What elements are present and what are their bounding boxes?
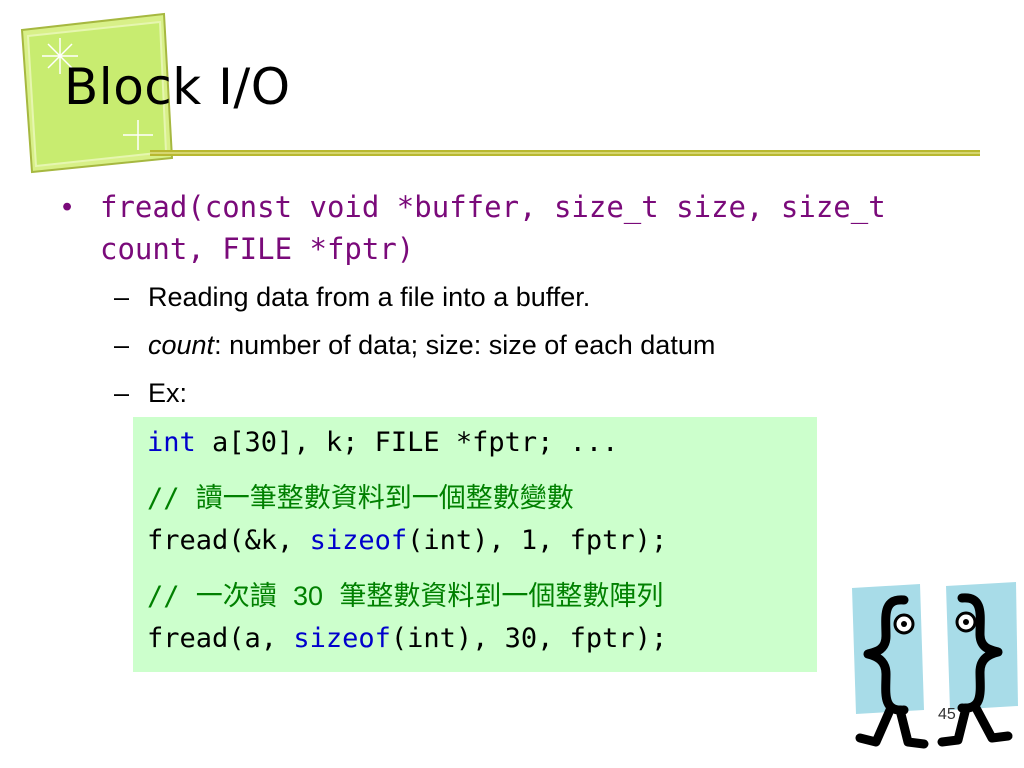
slide-title: Block I/O <box>64 58 291 116</box>
code-comment-1: // 讀一筆整數資料到一個整數變數 <box>147 483 574 514</box>
bullet-dot: • <box>62 191 73 223</box>
code-line-1: int a[30], k; FILE *fptr; ... <box>147 427 619 458</box>
curly-braces-characters-icon <box>852 582 1018 749</box>
title-underline <box>150 150 980 156</box>
code-example-box: int a[30], k; FILE *fptr; ... // 讀一筆整數資料… <box>133 417 817 672</box>
sub-item-2: –count: number of data; size: size of ea… <box>114 330 716 360</box>
sub-item-3: –Ex: <box>114 378 188 408</box>
code-line-3: fread(&k, sizeof(int), 1, fptr); <box>147 525 668 556</box>
sub-item-1: –Reading data from a file into a buffer. <box>114 282 591 312</box>
sparkle-card-decoration-icon <box>20 12 174 174</box>
code-line-5: fread(a, sizeof(int), 30, fptr); <box>147 623 668 654</box>
page-number: 45 <box>938 706 956 723</box>
fread-signature: fread(const void *buffer, size_t size, s… <box>100 190 886 266</box>
code-comment-2: // 一次讀 30 筆整數資料到一個整數陣列 <box>147 581 664 612</box>
